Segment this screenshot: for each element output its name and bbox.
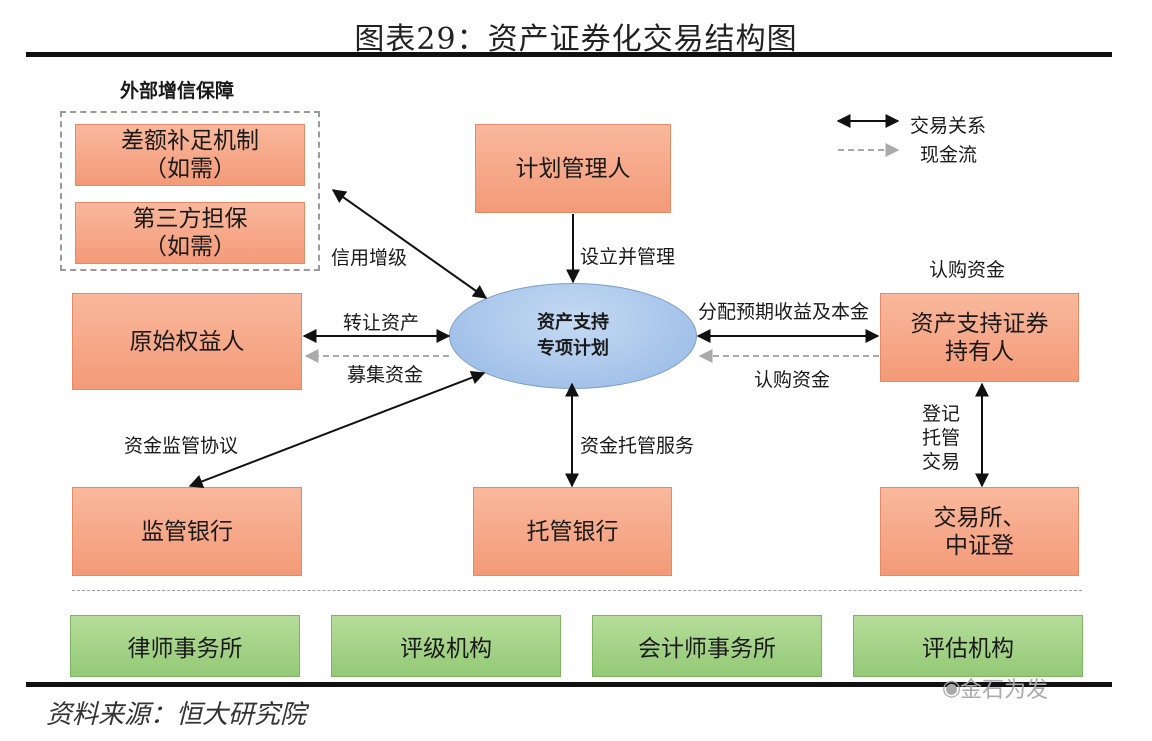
wechat-icon: ◉ xyxy=(942,676,962,701)
service-rating-agency[interactable]: 评级机构 xyxy=(331,615,561,677)
node-exchange-label: 交易所、 中证登 xyxy=(933,504,1026,559)
legend-trade-label: 交易关系 xyxy=(910,115,987,137)
label-transfer-assets: 转让资产 xyxy=(343,312,420,334)
node-shortfall-support[interactable]: 差额补足机制 （如需） xyxy=(75,124,305,186)
node-supervisor-bank[interactable]: 监管银行 xyxy=(72,487,302,576)
label-subscribe-top: 认购资金 xyxy=(929,259,1006,281)
figure-title: 图表29：资产证券化交易结构图 xyxy=(354,22,798,57)
node-third-party-guarantee[interactable]: 第三方担保 （如需） xyxy=(75,202,305,264)
external-guarantee-title: 外部增信保障 xyxy=(120,80,235,102)
service-accounting-firm[interactable]: 会计师事务所 xyxy=(592,615,822,677)
node-special-plan-label: 资产支持 专项计划 xyxy=(537,312,609,359)
node-custodian-bank-label: 托管银行 xyxy=(526,518,619,545)
top-rule xyxy=(26,52,1112,57)
label-distribute-returns: 分配预期收益及本金 xyxy=(698,301,870,323)
service-rating-agency-label: 评级机构 xyxy=(400,636,492,662)
label-raise-funds: 募集资金 xyxy=(347,364,424,386)
label-credit-enhancement: 信用增级 xyxy=(331,247,408,269)
label-supervision: 资金监管协议 xyxy=(124,435,239,457)
service-divider xyxy=(72,590,1082,591)
label-subscribe-bottom: 认购资金 xyxy=(754,369,831,391)
service-appraisal-agency-label: 评估机构 xyxy=(922,636,1014,662)
label-registry: 登记 托管 交易 xyxy=(922,403,961,473)
service-law-firm-label: 律师事务所 xyxy=(127,636,243,662)
bottom-rule xyxy=(26,682,1112,687)
node-security-holder-label: 资产支持证券 持有人 xyxy=(910,310,1049,365)
legend-cash-label: 现金流 xyxy=(920,144,978,166)
arrow-credit-enhancement xyxy=(331,189,488,299)
label-setup-manage: 设立并管理 xyxy=(580,246,676,268)
arrow-supervision xyxy=(188,370,486,489)
label-custody: 资金托管服务 xyxy=(580,435,695,457)
node-plan-manager-label: 计划管理人 xyxy=(515,155,631,182)
node-exchange[interactable]: 交易所、 中证登 xyxy=(880,487,1079,576)
node-third-party-guarantee-label: 第三方担保 （如需） xyxy=(132,206,248,260)
service-appraisal-agency[interactable]: 评估机构 xyxy=(853,615,1083,677)
service-accounting-firm-label: 会计师事务所 xyxy=(638,636,776,662)
node-shortfall-support-label: 差额补足机制 （如需） xyxy=(121,128,259,182)
node-custodian-bank[interactable]: 托管银行 xyxy=(473,487,672,576)
watermark-text: 金石为发 xyxy=(960,678,1049,703)
node-supervisor-bank-label: 监管银行 xyxy=(141,518,233,545)
node-plan-manager[interactable]: 计划管理人 xyxy=(475,124,671,213)
source-note: 资料来源：恒大研究院 xyxy=(46,700,307,730)
service-law-firm[interactable]: 律师事务所 xyxy=(70,615,300,677)
node-originator-label: 原始权益人 xyxy=(129,328,245,355)
external-guarantee-group xyxy=(60,111,320,271)
node-security-holder[interactable]: 资产支持证券 持有人 xyxy=(880,293,1079,382)
node-special-plan[interactable]: 资产支持 专项计划 xyxy=(449,283,697,389)
